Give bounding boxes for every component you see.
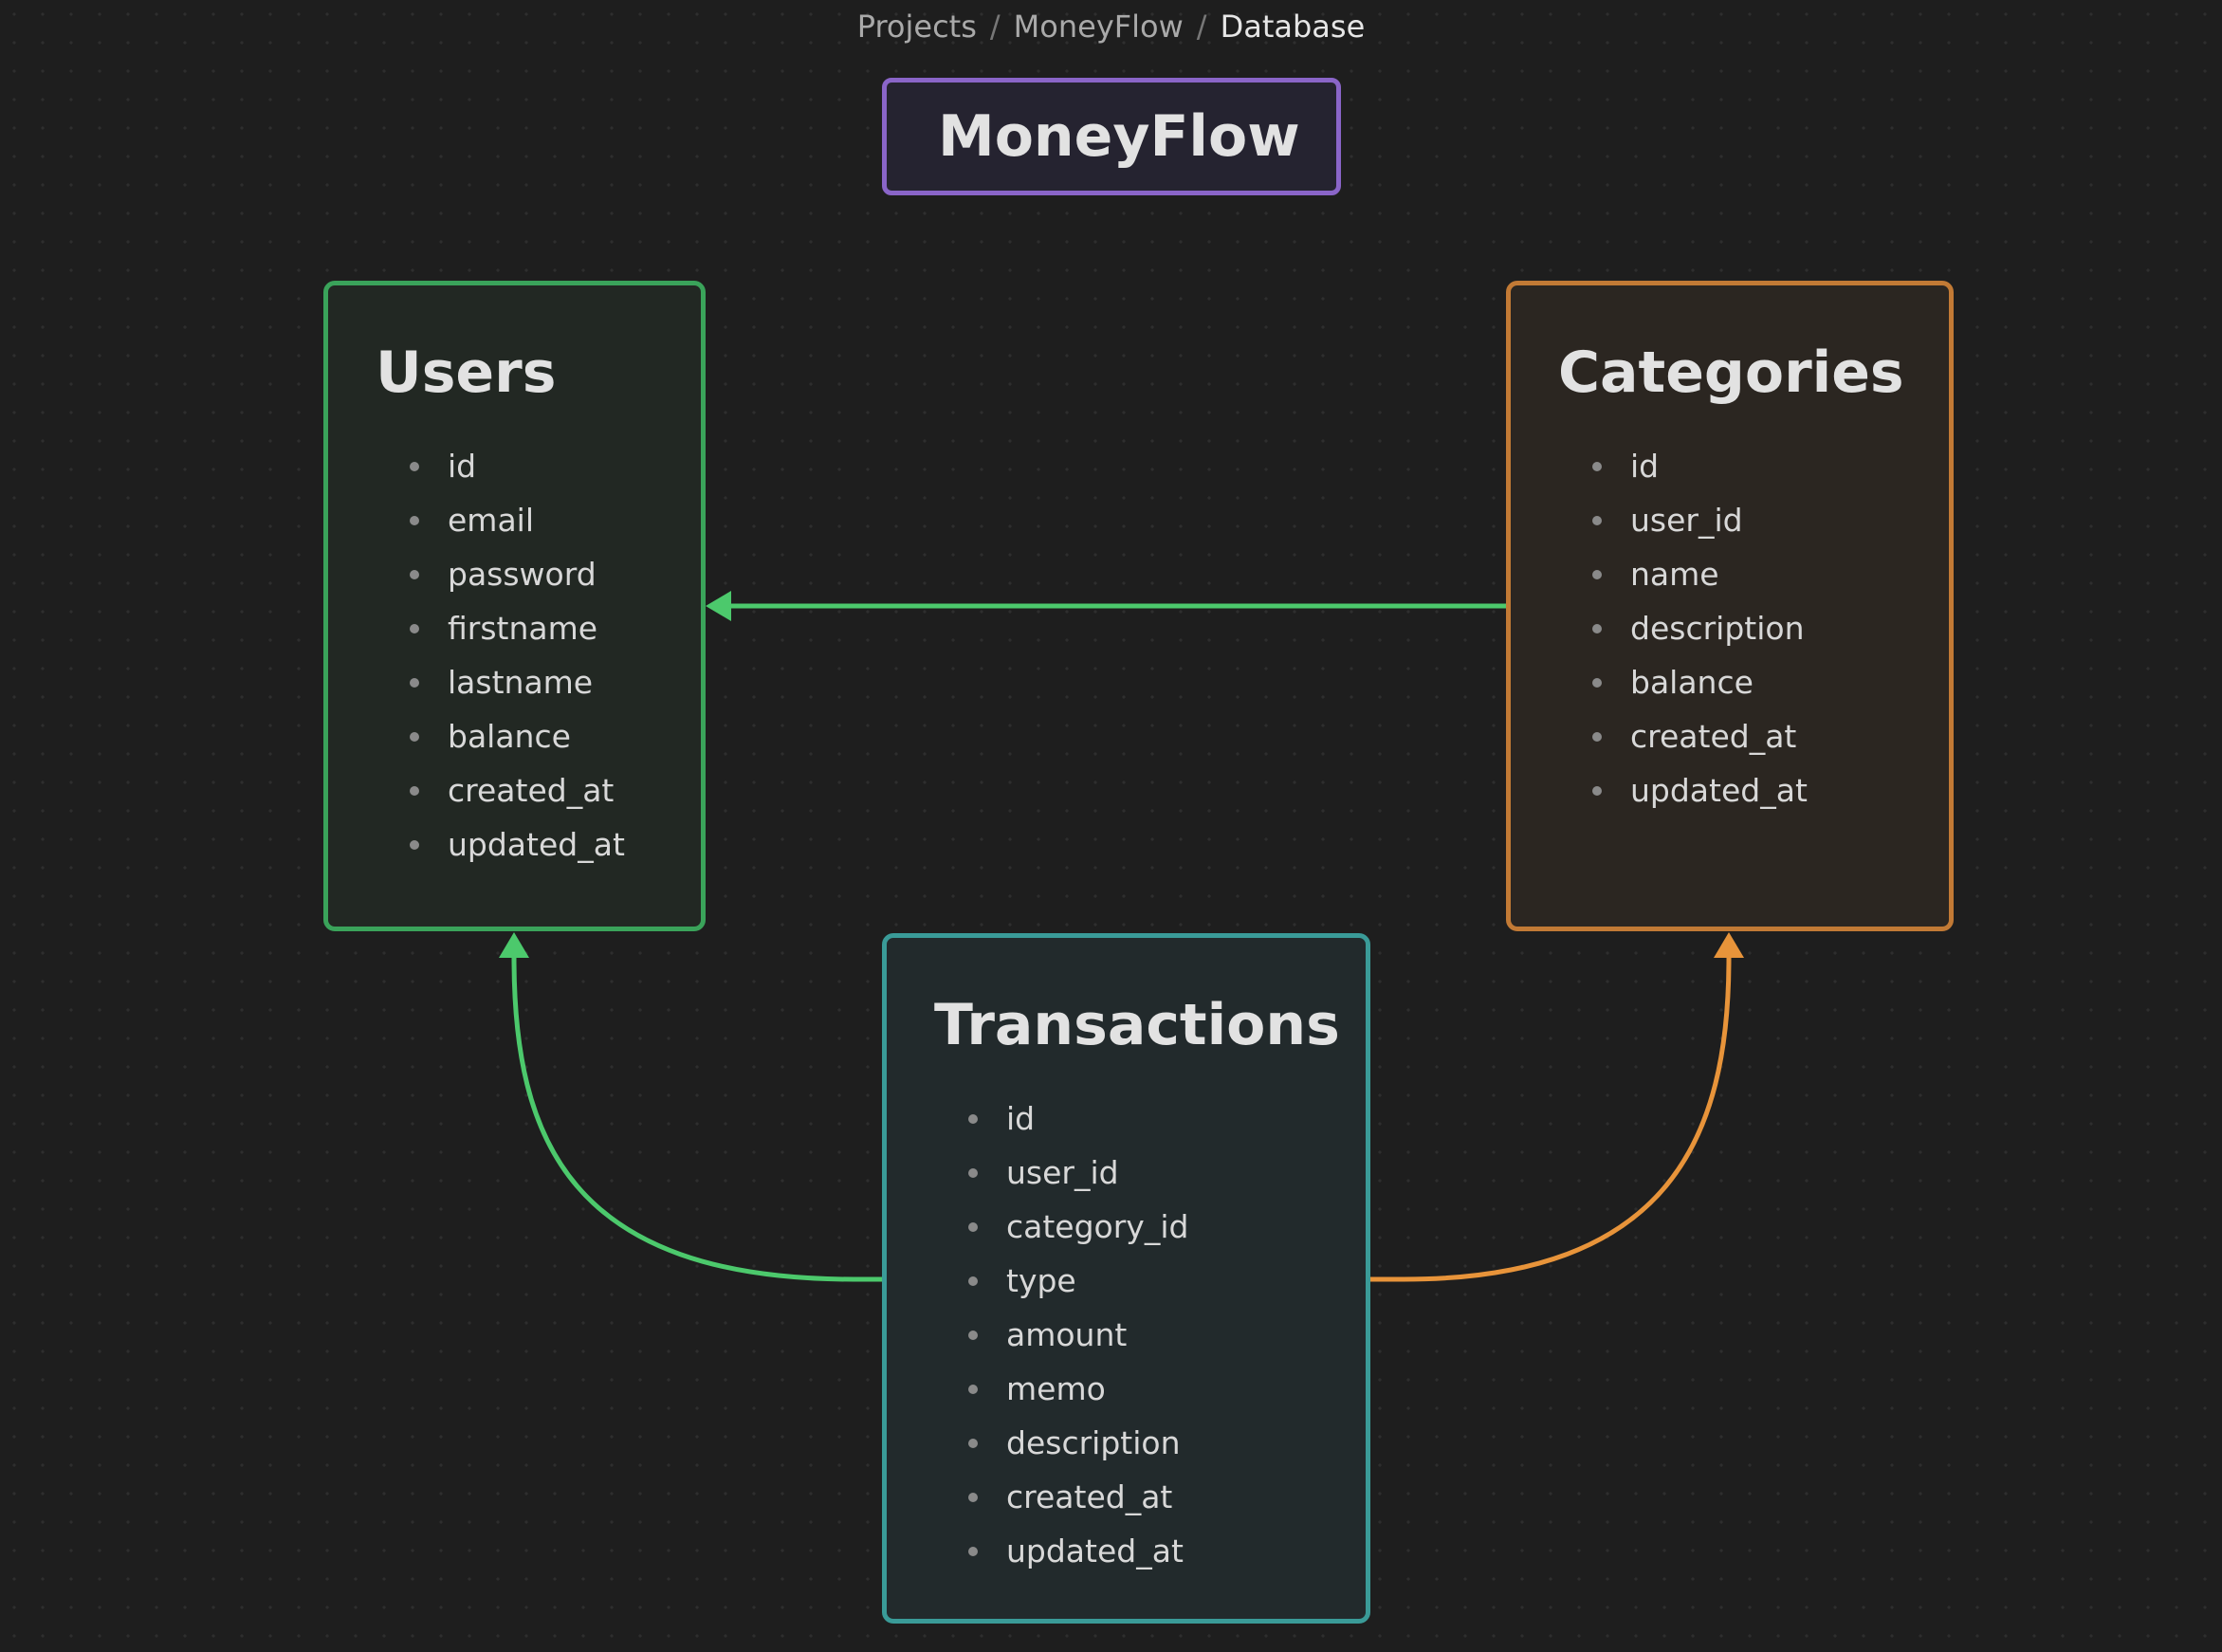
field-item: user_id <box>1585 493 1911 547</box>
field-item: firstname <box>402 601 663 655</box>
field-item: memo <box>961 1362 1328 1416</box>
field-item: created_at <box>961 1470 1328 1524</box>
breadcrumb-moneyflow[interactable]: MoneyFlow <box>1013 9 1184 45</box>
field-item: balance <box>402 709 663 763</box>
field-item: amount <box>961 1308 1328 1362</box>
project-title-card[interactable]: MoneyFlow <box>882 78 1341 195</box>
field-item: description <box>961 1416 1328 1470</box>
field-item: updated_at <box>1585 763 1911 817</box>
edge-transactions-to-categories[interactable] <box>1370 932 1744 1282</box>
arrowhead-icon <box>706 591 731 621</box>
field-item: email <box>402 493 663 547</box>
field-item: description <box>1585 601 1911 655</box>
field-item: created_at <box>1585 709 1911 763</box>
field-item: updated_at <box>961 1524 1328 1578</box>
field-item: id <box>402 439 663 493</box>
field-item: created_at <box>402 763 663 817</box>
breadcrumb: Projects / MoneyFlow / Database <box>0 6 2222 47</box>
field-item: id <box>1585 439 1911 493</box>
field-item: balance <box>1585 655 1911 709</box>
entity-title: Users <box>376 340 557 406</box>
breadcrumb-separator: / <box>989 9 1001 45</box>
field-item: updated_at <box>402 817 663 872</box>
entity-categories[interactable]: Categories id user_id name description b… <box>1506 281 1954 931</box>
field-item: user_id <box>961 1146 1328 1200</box>
field-list: id user_id category_id type amount memo … <box>934 1092 1328 1578</box>
field-item: id <box>961 1092 1328 1146</box>
edge-categories-to-users[interactable] <box>706 591 1506 621</box>
field-item: password <box>402 547 663 601</box>
arrowhead-icon <box>499 932 529 958</box>
entity-title: Transactions <box>934 992 1340 1058</box>
edge-line <box>1370 957 1732 1282</box>
field-list: id user_id name description balance crea… <box>1558 439 1911 817</box>
breadcrumb-projects[interactable]: Projects <box>856 9 977 45</box>
breadcrumb-database: Database <box>1220 9 1366 45</box>
project-title: MoneyFlow <box>938 103 1300 170</box>
entity-users[interactable]: Users id email password firstname lastna… <box>323 281 706 931</box>
breadcrumb-separator: / <box>1196 9 1207 45</box>
field-item: type <box>961 1254 1328 1308</box>
entity-title: Categories <box>1558 340 1904 406</box>
edge-line <box>511 957 882 1282</box>
edge-transactions-to-users[interactable] <box>499 932 882 1282</box>
arrowhead-icon <box>1714 932 1744 958</box>
field-item: name <box>1585 547 1911 601</box>
field-list: id email password firstname lastname bal… <box>376 439 663 872</box>
field-item: category_id <box>961 1200 1328 1254</box>
field-item: lastname <box>402 655 663 709</box>
entity-transactions[interactable]: Transactions id user_id category_id type… <box>882 933 1370 1624</box>
